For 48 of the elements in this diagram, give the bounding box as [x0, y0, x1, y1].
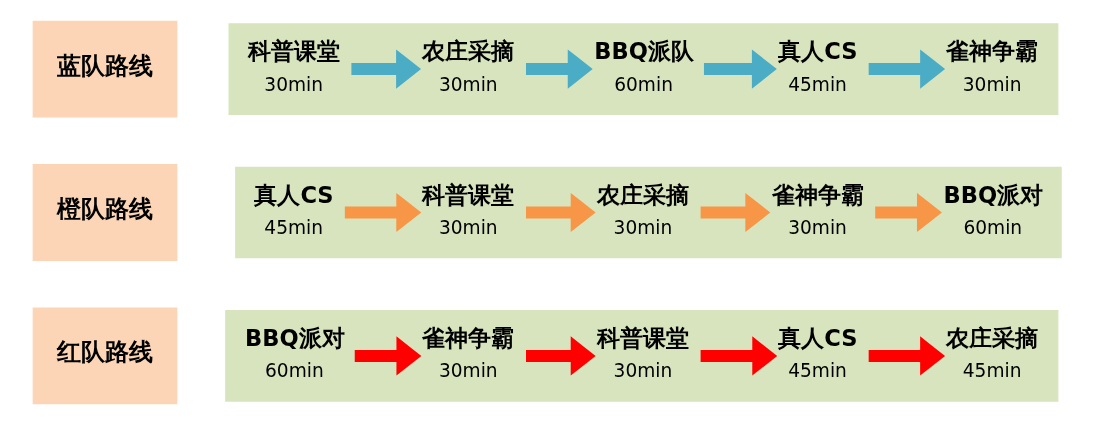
node-text: 真人CS [777, 38, 857, 65]
node-box: 蓝队路线 [32, 20, 177, 118]
arrow [700, 192, 770, 233]
node-label: 60min [264, 360, 324, 382]
node-text: 雀神争霸 [945, 38, 1038, 65]
cluster [224, 310, 1058, 402]
node-label: 30min [438, 360, 498, 382]
node-label: 30min [787, 217, 847, 239]
node-label: 45min [263, 217, 323, 239]
node-label: 30min [613, 360, 672, 382]
node-box: 红队路线 [32, 307, 177, 405]
node-label: 45min [787, 360, 847, 382]
node-text: 雀神争霸 [421, 325, 514, 352]
arrow [525, 49, 593, 89]
arrow [354, 336, 421, 376]
arrow [344, 192, 421, 233]
node-label: 45min [962, 360, 1021, 382]
arrow [703, 49, 777, 89]
arrow [350, 49, 421, 89]
node-text: 雀神争霸 [771, 181, 864, 208]
cluster [234, 166, 1062, 259]
arrow [868, 336, 945, 376]
node-label: 30min [613, 217, 672, 239]
node-label: 30min [263, 73, 323, 95]
node-text: BBQ派对 [943, 181, 1043, 208]
node-text: 农庄采摘 [596, 181, 689, 208]
cluster [228, 23, 1058, 115]
node-label: 30min [438, 217, 498, 239]
node-text: 农庄采摘 [421, 38, 514, 65]
arrow [874, 192, 942, 233]
node-label: 30min [438, 73, 498, 95]
node-text: BBQ派对 [244, 325, 345, 352]
node-text: 科普课堂 [596, 325, 689, 352]
node-text: 真人CS [777, 325, 857, 352]
node-text: 真人CS [253, 181, 334, 208]
arrow [525, 192, 596, 233]
node-text: 科普课堂 [421, 181, 514, 208]
arrow [525, 336, 596, 376]
node-label: 45min [787, 73, 847, 95]
node-label: 30min [962, 73, 1021, 95]
node-text: 农庄采摘 [945, 325, 1038, 352]
node-box: 橙队路线 [32, 164, 177, 261]
node-label: 60min [613, 73, 673, 95]
node-text: BBQ派队 [593, 38, 694, 65]
arrow [700, 336, 777, 376]
node-label: 60min [962, 217, 1022, 239]
node-text: 科普课堂 [247, 38, 340, 65]
arrow [868, 49, 945, 89]
